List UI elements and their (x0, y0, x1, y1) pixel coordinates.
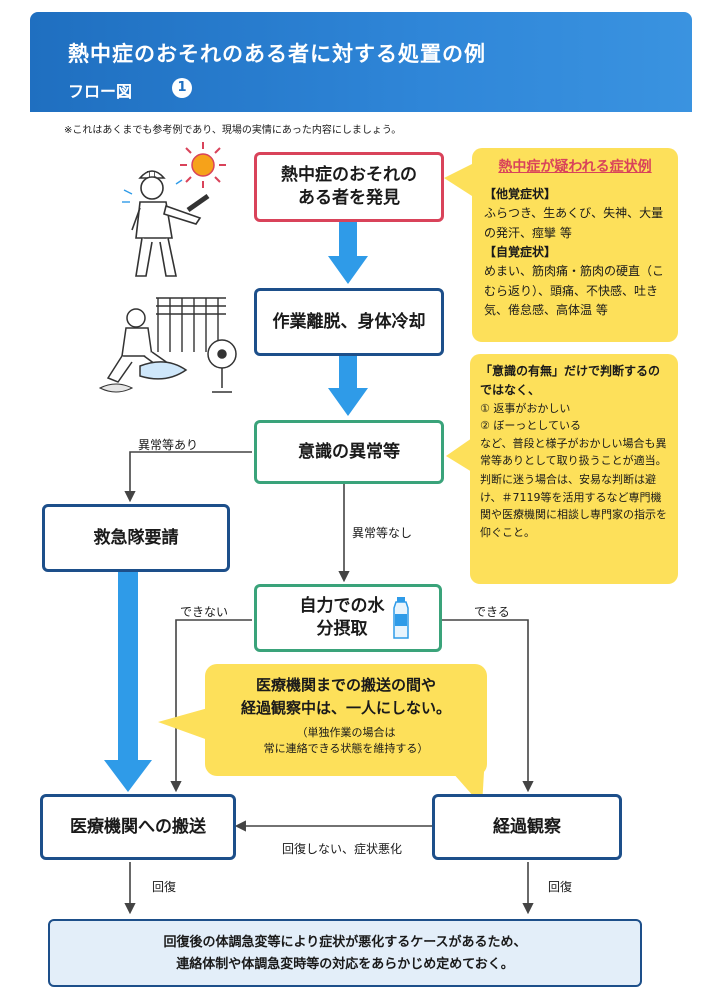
header-banner: 熱中症のおそれのある者に対する処置の例 フロー図 1 (30, 12, 692, 112)
middle-callout-small-2: 常に連絡できる状態を維持する） (263, 742, 429, 755)
box-discover-label: 熱中症のおそれのある者を発見 (281, 165, 417, 208)
symptoms-title: 熱中症が疑われる症状例 (498, 159, 652, 175)
label-recovery-left: 回復 (152, 880, 177, 894)
subjective-text: めまい、筋肉痛・筋肉の硬直（こむら返り）、頭痛、不快感、吐き気、倦怠感、高体温 … (484, 264, 665, 318)
flow-number-badge: 1 (172, 78, 192, 98)
connector-can (442, 619, 534, 793)
symptoms-callout: 熱中症が疑われる症状例 【他覚症状】 ふらつき、生あくび、失神、大量の発汗、痙攣… (472, 148, 678, 342)
symptoms-callout-pointer (444, 164, 472, 196)
box-ambulance-label: 救急隊要請 (93, 527, 179, 548)
consciousness-item-1: ① 返事がおかしい (480, 401, 571, 415)
connector-abnormal-yes (124, 451, 252, 503)
middle-callout-pointer-left (158, 708, 208, 740)
box-discover: 熱中症のおそれのある者を発見 (254, 152, 444, 222)
label-recovery-right: 回復 (548, 880, 573, 894)
connector-cannot (170, 619, 252, 793)
label-can: できる (474, 605, 510, 619)
consciousness-item-2: ② ぼーっとしている (480, 419, 582, 433)
middle-callout-line-2: 経過観察中は、一人にしない。 (240, 699, 451, 718)
box-transport-label: 医療機関への搬送 (70, 816, 206, 837)
page-title: 熱中症のおそれのある者に対する処置の例 (68, 42, 486, 66)
box-cooling-label: 作業離脱、身体冷却 (272, 311, 426, 332)
box-observation: 経過観察 (432, 794, 622, 860)
bottom-note-line-1: 回復後の体調急変等により症状が悪化するケースがあるため、 (163, 935, 527, 950)
objective-heading: 【他覚症状】 (484, 186, 557, 201)
bottom-note-box: 回復後の体調急変等により症状が悪化するケースがあるため、 連絡体制や体調急変時等… (48, 919, 642, 987)
objective-text: ふらつき、生あくび、失神、大量の発汗、痙攣 等 (484, 206, 664, 240)
box-consciousness: 意識の異常等 (254, 420, 444, 484)
consciousness-body: など、普段と様子がおかしい場合も異常等ありとして取り扱うことが適当。 (480, 436, 667, 468)
bottom-note-line-2: 連絡体制や体調急変時等の対応をあらかじめ定めておく。 (176, 957, 514, 973)
reference-note: ※これはあくまでも参考例であり、現場の実情にあった内容にしましょう。 (64, 125, 402, 136)
thick-arrow-shaft-2 (339, 356, 357, 390)
thick-arrow-head-1 (328, 256, 368, 284)
box-cooling: 作業離脱、身体冷却 (254, 288, 444, 356)
box-ambulance: 救急隊要請 (42, 504, 230, 572)
thick-arrow-shaft-3 (118, 572, 138, 762)
flow-subtitle: フロー図 (68, 82, 133, 101)
box-hydration: 自力での水分摂取 (254, 584, 442, 652)
label-abnormal-no: 異常等なし (352, 526, 413, 540)
thick-arrow-head-2 (328, 388, 368, 416)
box-hydration-label: 自力での水分摂取 (299, 596, 385, 639)
thick-arrow-shaft-1 (339, 222, 357, 258)
water-bottle-icon (393, 597, 409, 639)
box-consciousness-label: 意識の異常等 (298, 441, 400, 462)
middle-callout-small-1: （単独作業の場合は (296, 725, 396, 739)
label-cannot: できない (180, 605, 229, 619)
middle-callout-line-1: 医療機関までの搬送の間や (255, 676, 436, 694)
resting-worker-with-fan-icon (98, 297, 237, 393)
box-transport: 医療機関への搬送 (40, 794, 236, 860)
box-observation-label: 経過観察 (493, 816, 561, 837)
consciousness-callout-pointer (446, 438, 472, 472)
sun-icon (180, 142, 226, 188)
subjective-heading: 【自覚症状】 (484, 244, 557, 259)
consciousness-advice: 判断に迷う場合は、安易な判断は避け、＃7119等を活用するなど専門機関や医療機関… (480, 473, 667, 539)
thick-arrow-head-3 (104, 760, 152, 792)
consciousness-lead: 「意識の有無」だけで判断するのではなく、 (480, 364, 661, 397)
label-abnormal-yes: 異常等あり (138, 438, 199, 452)
sweating-worker-icon: T1 (122, 170, 210, 277)
consciousness-callout: 「意識の有無」だけで判断するのではなく、 ① 返事がおかしい ② ぼーっとしてい… (470, 354, 678, 584)
middle-callout: 医療機関までの搬送の間や 経過観察中は、一人にしない。 （単独作業の場合は 常に… (205, 664, 487, 776)
svg-text:T1: T1 (146, 170, 157, 179)
label-no-recovery: 回復しない、症状悪化 (282, 842, 403, 856)
